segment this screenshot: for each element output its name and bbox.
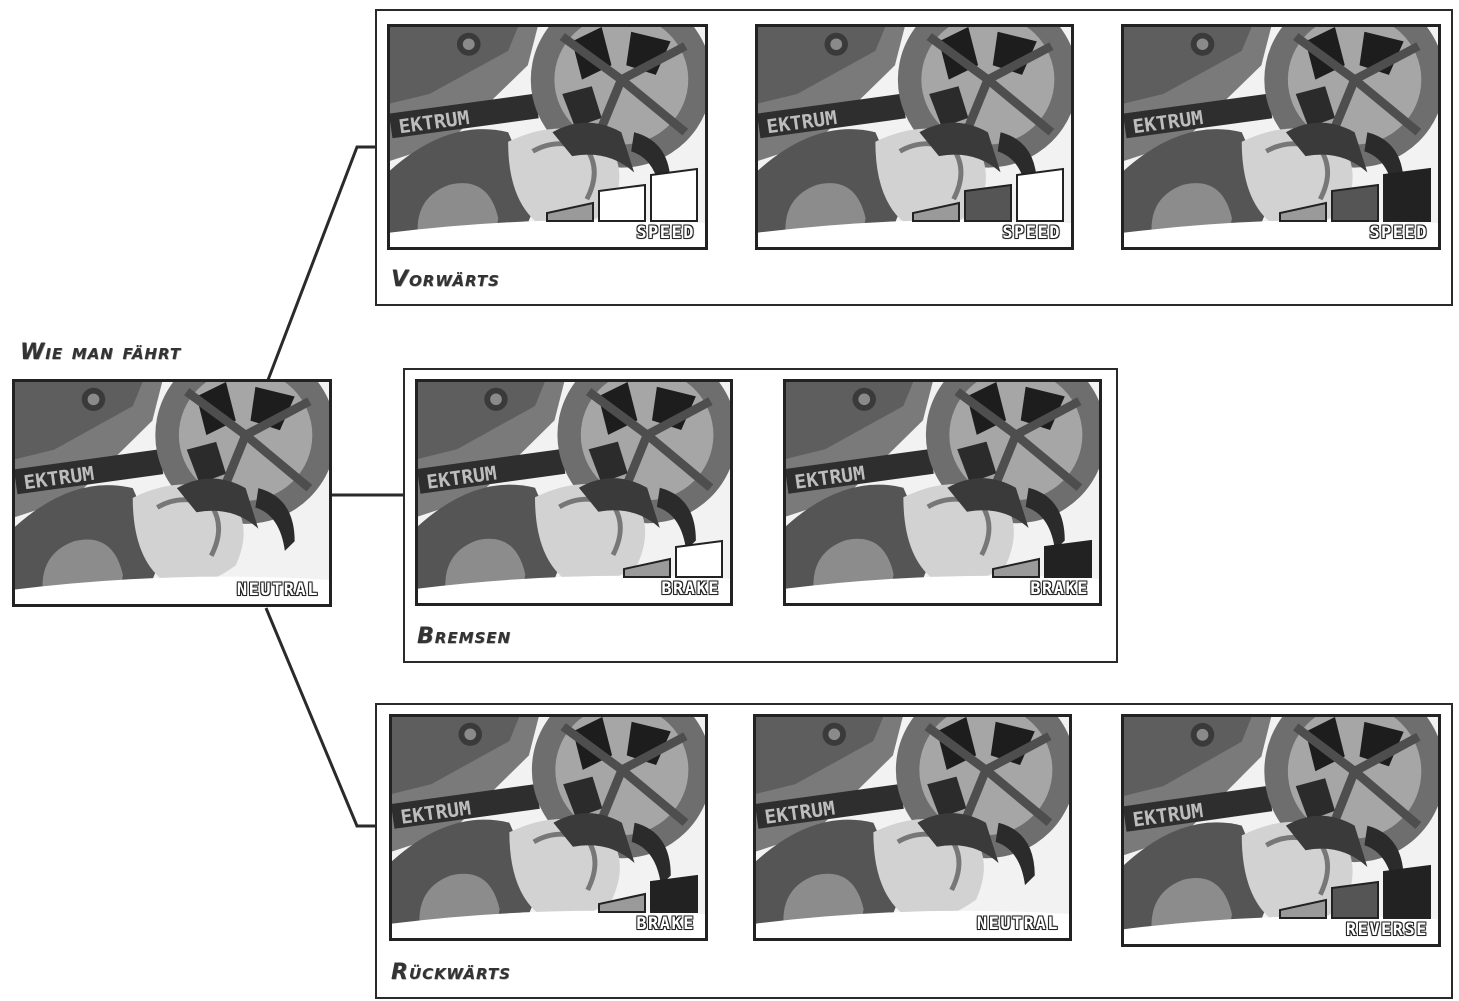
panel-rueckwaerts-2: EKTRUM NEUTRAL <box>753 714 1072 941</box>
panel-start-neutral: EKTRUM NEUTRAL <box>12 379 332 607</box>
meter-bar-dark <box>1331 183 1379 222</box>
level-meter <box>1279 864 1431 919</box>
page-title: Wie man fährt <box>20 340 182 365</box>
connector-start-to-vorwaerts <box>266 145 388 381</box>
meter-bar-empty <box>1016 167 1064 222</box>
transmitter-trigger-illustration: EKTRUM <box>786 382 1099 603</box>
panel-label: BRAKE <box>636 914 695 934</box>
meter-bar-dark <box>1331 880 1379 919</box>
panel-label: NEUTRAL <box>236 580 319 600</box>
panel-label: REVERSE <box>1345 920 1428 940</box>
panel-vorwaerts-2: EKTRUM SPEED <box>755 24 1074 250</box>
panel-rueckwaerts-1: EKTRUM BRAKE <box>389 714 708 941</box>
panel-label: NEUTRAL <box>976 914 1059 934</box>
level-meter <box>546 167 698 222</box>
panel-rueckwaerts-3: EKTRUM REVERSE <box>1121 714 1441 947</box>
meter-bar-mid <box>1279 201 1327 222</box>
panel-label: BRAKE <box>661 579 720 599</box>
level-meter <box>912 167 1064 222</box>
panel-bremsen-2: EKTRUM BRAKE <box>783 379 1102 606</box>
meter-bar-mid <box>598 892 646 913</box>
meter-bar-mid <box>1279 898 1327 919</box>
transmitter-trigger-illustration: EKTRUM <box>1124 27 1438 247</box>
panel-vorwaerts-3: EKTRUM SPEED <box>1121 24 1441 250</box>
meter-bar-dark <box>964 183 1012 222</box>
transmitter-trigger-illustration: EKTRUM <box>15 382 329 604</box>
panel-bremsen-1: EKTRUM BRAKE <box>415 379 733 606</box>
panel-label: BRAKE <box>1030 579 1089 599</box>
transmitter-trigger-illustration: EKTRUM <box>418 382 730 603</box>
level-meter <box>598 874 698 913</box>
meter-bar-empty <box>598 183 646 222</box>
panel-label: SPEED <box>636 223 695 243</box>
connector-start-to-rueckwaerts <box>264 607 390 828</box>
level-meter <box>992 539 1092 578</box>
transmitter-trigger-illustration: EKTRUM <box>1124 717 1438 944</box>
meter-bar-mid <box>992 557 1040 578</box>
panel-label: SPEED <box>1369 223 1428 243</box>
meter-bar-black <box>1383 864 1431 919</box>
group-title-bremsen: Bremsen <box>417 624 512 649</box>
transmitter-trigger-illustration: EKTRUM <box>392 717 705 938</box>
level-meter <box>1279 167 1431 222</box>
level-meter <box>623 539 723 578</box>
meter-bar-empty <box>675 539 723 578</box>
group-title-vorwaerts: Vorwärts <box>391 267 500 292</box>
meter-bar-black <box>650 874 698 913</box>
meter-bar-mid <box>912 201 960 222</box>
meter-bar-black <box>1383 167 1431 222</box>
meter-bar-mid <box>546 201 594 222</box>
meter-bar-black <box>1044 539 1092 578</box>
transmitter-trigger-illustration: EKTRUM <box>756 717 1069 938</box>
meter-bar-empty <box>650 167 698 222</box>
transmitter-trigger-illustration: EKTRUM <box>390 27 705 247</box>
meter-bar-mid <box>623 557 671 578</box>
group-title-rueckwaerts: Rückwärts <box>391 960 511 985</box>
panel-vorwaerts-1: EKTRUM SPEED <box>387 24 708 250</box>
panel-label: SPEED <box>1002 223 1061 243</box>
